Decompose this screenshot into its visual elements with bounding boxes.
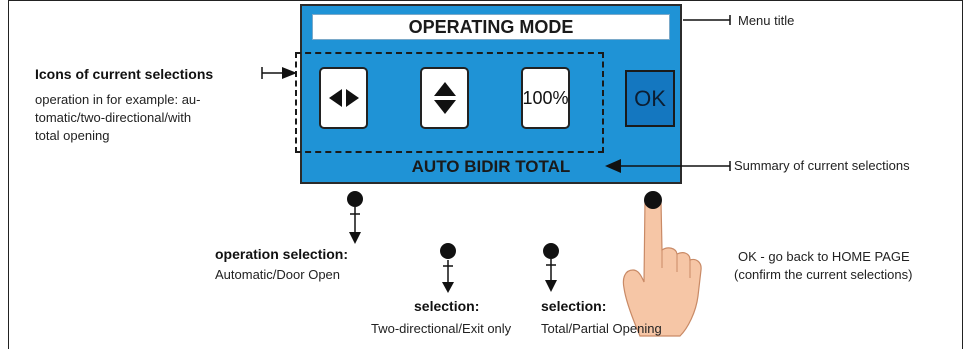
opening-selection-title: selection:: [541, 298, 607, 314]
opening-percentage-label: 100%: [522, 87, 569, 108]
opening-percentage-button[interactable]: 100%: [521, 67, 570, 129]
selection-summary: AUTO BIDIR TOTAL: [411, 157, 571, 176]
icons-annotation-line-1: operation in for example: au-: [35, 92, 201, 107]
opening-selection-knob: [543, 243, 559, 259]
ok-annotation-line-1: OK - go back to HOME PAGE: [738, 249, 910, 264]
ok-button-label: OK: [634, 85, 666, 111]
left-right-arrows-icon: [328, 89, 359, 107]
icons-annotation-line-2: tomatic/two-directional/with: [35, 110, 192, 125]
pointing-finger-icon: [622, 195, 702, 337]
direction-selection-desc: Two-directional/Exit only: [371, 321, 512, 336]
icons-annotation-line-3: total opening: [35, 128, 110, 143]
summary-annotation: Summary of current selections: [734, 158, 910, 173]
current-selections-group: [295, 52, 604, 153]
direction-mode-button[interactable]: [319, 67, 368, 129]
menu-title: OPERATING MODE: [312, 14, 670, 40]
direction-selection-title: selection:: [414, 298, 480, 314]
operating-mode-screen: OPERATING MODE 100% OK AUTO BIDIR TOTAL: [295, 4, 682, 184]
icons-annotation-title: Icons of current selections: [35, 66, 214, 82]
bidirectional-mode-button[interactable]: [420, 67, 469, 129]
diagram-frame: [8, 0, 963, 349]
operation-selection-desc: Automatic/Door Open: [215, 267, 341, 282]
menu-title-annotation: Menu title: [738, 13, 795, 28]
up-down-arrows-icon: [433, 82, 456, 114]
ok-annotation-line-2: (confirm the current selections): [734, 267, 913, 282]
direction-selection-knob: [440, 243, 456, 259]
ok-knob: [644, 191, 662, 209]
ok-button[interactable]: OK: [625, 70, 675, 127]
operation-selection-knob: [347, 191, 363, 207]
operation-selection-title: operation selection:: [215, 246, 349, 262]
opening-selection-desc: Total/Partial Opening: [541, 321, 662, 336]
